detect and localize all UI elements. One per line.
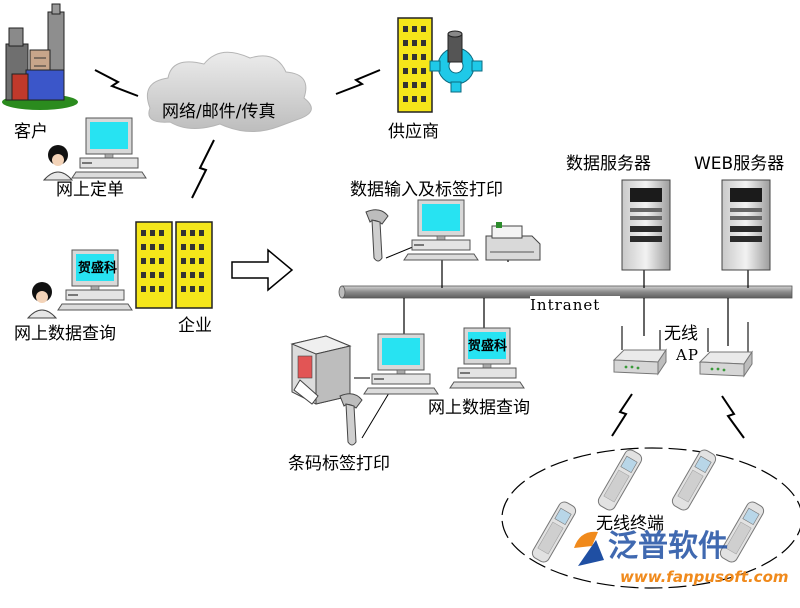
label-enterprise: 企业 bbox=[178, 316, 212, 336]
label-network-mail-fax: 网络/邮件/传真 bbox=[162, 102, 276, 122]
person-icon bbox=[42, 145, 74, 181]
label-wireless-terminal: 无线终端 bbox=[596, 514, 664, 534]
cloud-network-icon bbox=[146, 51, 312, 132]
label-customer: 客户 bbox=[14, 122, 48, 142]
barcode-scanner-icon bbox=[365, 209, 389, 262]
computer-icon bbox=[71, 117, 147, 179]
lightning-bolt-icon bbox=[335, 69, 381, 95]
label-online-query-left: 网上数据查询 bbox=[14, 324, 116, 344]
label-printer-icon bbox=[485, 222, 541, 261]
monitor-screen-text: 贺盛科 bbox=[78, 261, 118, 276]
lightning-bolt-icon bbox=[721, 395, 745, 439]
customer-buildings-icon bbox=[2, 3, 78, 110]
computer-icon bbox=[363, 333, 439, 395]
handheld-terminal-icon bbox=[529, 499, 579, 565]
cylinder-icon bbox=[447, 30, 463, 63]
data-server-icon bbox=[621, 179, 671, 271]
person-icon bbox=[26, 282, 58, 319]
barcode-printer-icon bbox=[290, 335, 352, 405]
web-server-icon bbox=[721, 179, 771, 271]
watermark-brand: 泛普软件 bbox=[608, 529, 728, 564]
supplier-building-icon bbox=[397, 17, 433, 113]
handheld-terminal-icon bbox=[595, 447, 645, 513]
label-wireless-ap-line1: 无线 bbox=[664, 324, 698, 344]
arrow-right-icon bbox=[231, 248, 294, 292]
label-barcode-label-print: 条码标签打印 bbox=[288, 454, 390, 474]
enterprise-buildings-icon bbox=[135, 221, 213, 309]
label-online-query-center: 网上数据查询 bbox=[428, 398, 530, 418]
watermark-logo-icon bbox=[574, 531, 604, 566]
computer-icon bbox=[403, 199, 479, 261]
label-intranet: Intranet bbox=[530, 296, 601, 314]
barcode-scanner-icon bbox=[339, 393, 363, 446]
handheld-terminal-icon bbox=[669, 447, 719, 513]
lightning-bolt-icon bbox=[94, 69, 139, 97]
wireless-terminal-group bbox=[501, 447, 800, 589]
label-online-order: 网上定单 bbox=[56, 180, 124, 200]
label-supplier: 供应商 bbox=[388, 122, 439, 142]
wireless-ap-icon bbox=[699, 322, 753, 377]
label-web-server: WEB服务器 bbox=[694, 154, 785, 174]
label-data-input-label-print: 数据输入及标签打印 bbox=[350, 180, 503, 200]
computer-icon bbox=[449, 327, 525, 389]
label-data-server: 数据服务器 bbox=[566, 154, 651, 174]
label-wireless-ap-line2: AP bbox=[676, 346, 699, 364]
watermark-url: www.fanpusoft.com bbox=[620, 568, 789, 586]
lightning-bolt-icon bbox=[611, 393, 633, 437]
monitor-screen-text: 贺盛科 bbox=[468, 339, 508, 354]
computer-icon bbox=[57, 249, 133, 311]
lightning-bolt-icon bbox=[191, 139, 215, 199]
intranet-backbone bbox=[338, 285, 793, 314]
wireless-ap-icon bbox=[613, 326, 667, 375]
